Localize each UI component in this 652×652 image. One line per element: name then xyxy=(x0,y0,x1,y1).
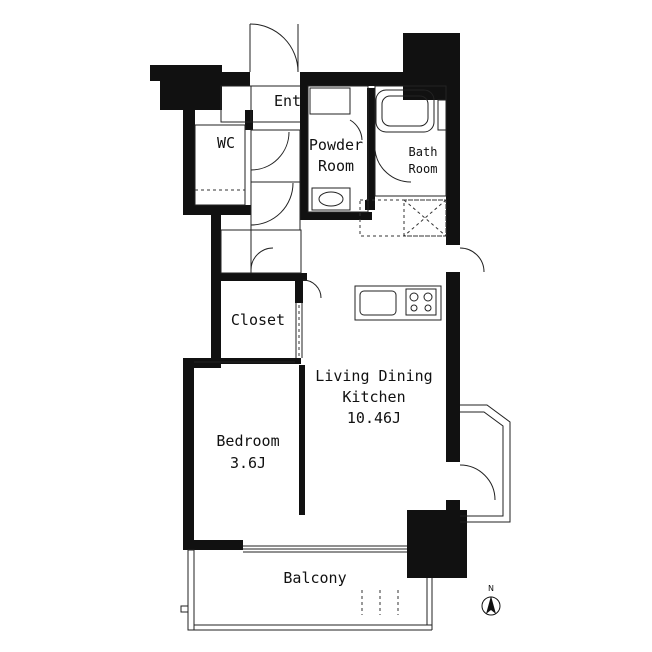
label-bedroom-2: 3.6J xyxy=(230,454,266,472)
label-entrance: Ent xyxy=(274,92,301,110)
label-powder-room-1: Powder xyxy=(309,136,363,154)
label-closet: Closet xyxy=(231,311,285,329)
label-bath-1: Bath xyxy=(409,145,438,159)
label-ldk-size: 10.46J xyxy=(347,409,401,427)
interior-lines xyxy=(180,85,511,631)
label-balcony: Balcony xyxy=(283,569,346,587)
label-wc: WC xyxy=(217,134,235,152)
compass-label: N xyxy=(488,584,494,593)
doors xyxy=(249,23,496,501)
walls xyxy=(150,33,467,578)
label-bedroom-1: Bedroom xyxy=(216,432,279,450)
label-ldk-1: Living Dining xyxy=(315,367,432,385)
label-bath-2: Room xyxy=(409,162,438,176)
north-compass-icon: N xyxy=(481,584,501,616)
label-ldk-2: Kitchen xyxy=(342,388,405,406)
label-powder-room-2: Room xyxy=(318,157,354,175)
